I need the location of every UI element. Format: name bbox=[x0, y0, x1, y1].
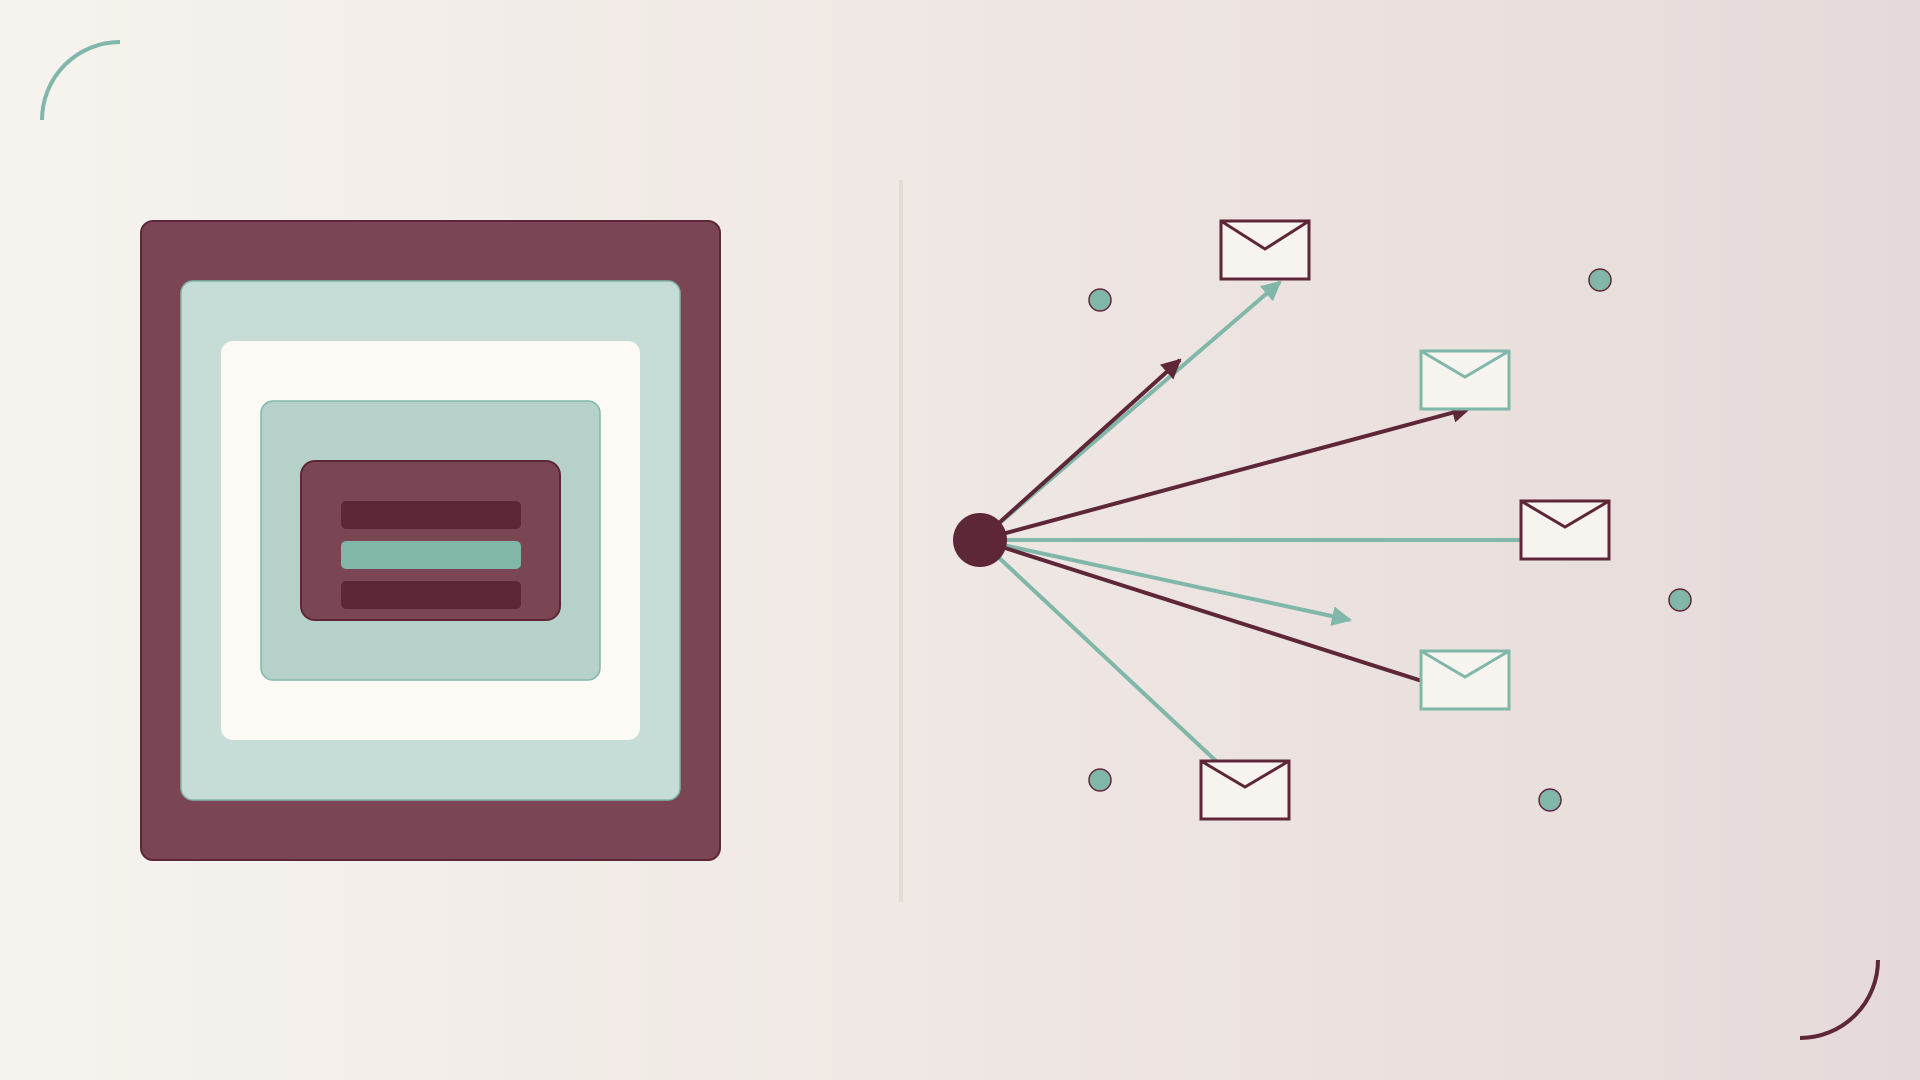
inner-bar-bottom bbox=[341, 581, 521, 609]
dot-icon bbox=[1588, 268, 1612, 292]
line-to-lower-right-envelope bbox=[979, 538, 1423, 683]
line-to-upper-right-envelope bbox=[979, 403, 1472, 542]
envelope-icon bbox=[1199, 759, 1291, 821]
dot-icon bbox=[1538, 788, 1562, 812]
line-to-bottom-envelope bbox=[978, 538, 1218, 763]
inner-card bbox=[300, 460, 561, 621]
envelope-icon bbox=[1219, 219, 1311, 281]
inner-bar-top bbox=[341, 501, 521, 529]
inner-bar-middle bbox=[341, 541, 521, 569]
dot-icon bbox=[1088, 768, 1112, 792]
envelope-icon bbox=[1419, 649, 1511, 711]
top-left-arc-icon bbox=[40, 40, 121, 121]
line-short-plum bbox=[978, 358, 1182, 542]
envelope-icon bbox=[1419, 349, 1511, 411]
scatter-dots bbox=[1088, 268, 1692, 812]
dot-icon bbox=[1088, 288, 1112, 312]
bottom-right-arc-icon bbox=[1799, 959, 1880, 1040]
hub-node-icon bbox=[953, 513, 1007, 567]
nested-layers-icon bbox=[140, 220, 721, 861]
dot-icon bbox=[1668, 588, 1692, 612]
line-short-teal bbox=[979, 538, 1352, 626]
envelope-icon bbox=[1519, 499, 1611, 561]
broadcast-lines bbox=[978, 280, 1522, 763]
